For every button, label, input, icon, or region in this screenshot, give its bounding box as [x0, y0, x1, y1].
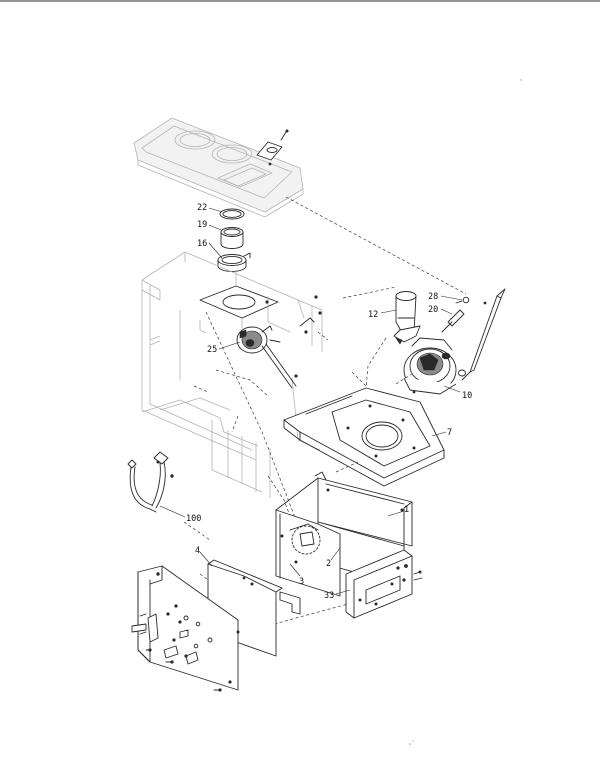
- hose-and-fitting-28-20: [441, 288, 506, 381]
- callout-labels: 22 19 16 25 12 28 20 10 7 1 2 3 4 33 100: [186, 203, 472, 601]
- callout-4: 4: [195, 546, 200, 556]
- callout-7: 7: [447, 428, 452, 438]
- control-panel: [131, 565, 240, 691]
- top-cover-panel: [133, 117, 304, 218]
- callout-33: 33: [324, 591, 334, 601]
- pressure-switch-25: [236, 325, 297, 389]
- callout-12: 12: [368, 310, 378, 320]
- callout-25: 25: [207, 345, 217, 355]
- callout-16: 16: [197, 239, 207, 249]
- callout-10: 10: [462, 391, 472, 401]
- heat-exchanger-plate-7: [283, 387, 445, 487]
- clamp-16: [217, 252, 251, 272]
- callout-3: 3: [299, 577, 304, 587]
- base-pan-1: [275, 471, 413, 551]
- right-panel-33: [345, 549, 423, 619]
- scan-marks: [409, 79, 522, 745]
- cabinet-body: [141, 251, 323, 498]
- flue-cap-part: [256, 129, 289, 166]
- callout-19: 19: [197, 220, 207, 230]
- callout-1: 1: [404, 505, 409, 515]
- inducer-fitting-12: [393, 291, 421, 345]
- callout-100: 100: [186, 514, 201, 524]
- leader-lines: [159, 207, 463, 595]
- wire-harness-100: [127, 451, 174, 513]
- callout-22: 22: [197, 203, 207, 213]
- gasket-ring-22: [219, 208, 245, 220]
- side-panel-3: [275, 509, 341, 597]
- panel-screws: [145, 604, 222, 692]
- blower-assembly-10: [403, 337, 466, 395]
- callout-20: 20: [428, 305, 438, 315]
- callout-2: 2: [326, 559, 331, 569]
- callout-28: 28: [428, 292, 438, 302]
- collar-19: [220, 227, 244, 249]
